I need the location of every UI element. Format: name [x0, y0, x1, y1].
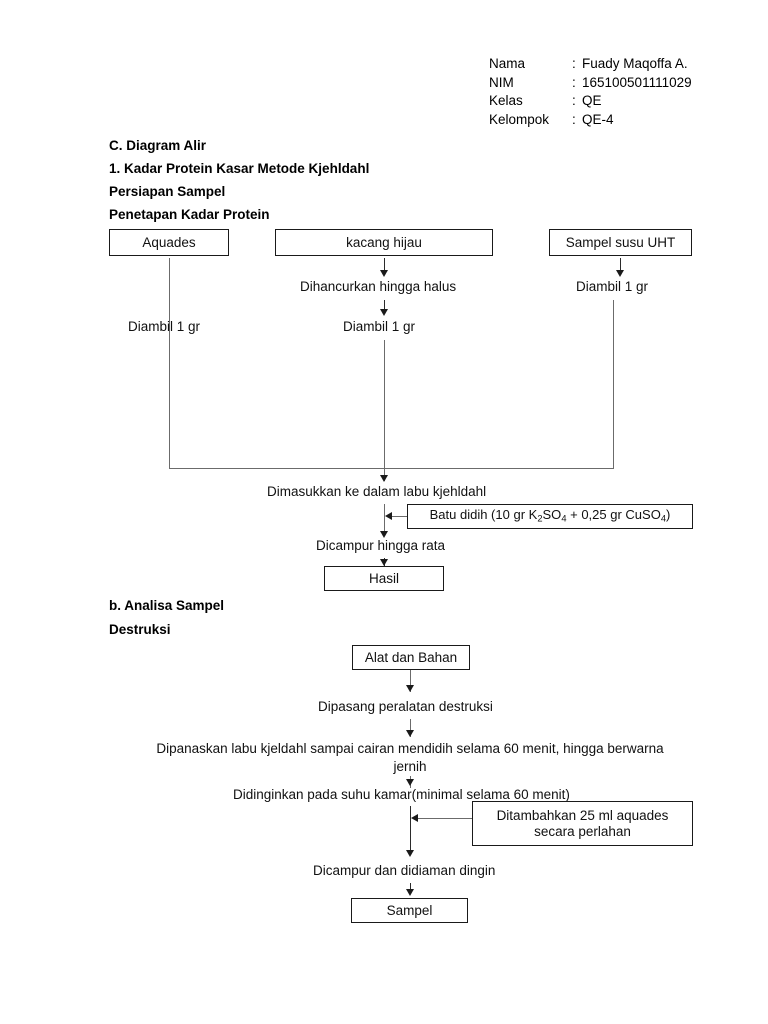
- student-info-value-kelas: QE: [582, 93, 602, 108]
- arrow-down-icon: [379, 559, 388, 566]
- step-didinginkan-suhu-kamar: Didinginkan pada suhu kamar(minimal sela…: [233, 787, 570, 802]
- student-info-label-kelompok: Kelompok: [489, 111, 550, 127]
- student-info-row: NIM : 165100501111029: [489, 74, 692, 93]
- step-right-diambil-1-gr: Diambil 1 gr: [576, 279, 649, 294]
- step-mid-diambil-1-gr: Diambil 1 gr: [343, 319, 416, 334]
- student-info-row: Kelas : QE: [489, 92, 692, 111]
- student-info-block: Nama : Fuady Maqoffa A. NIM : 1651005011…: [489, 55, 692, 129]
- connector-batu-didih-to-stem: [392, 516, 407, 517]
- connector-kacang-to-dihancurkan: [384, 258, 385, 272]
- arrow-down-icon: [405, 889, 414, 896]
- student-info-value-kelompok: QE-4: [582, 111, 614, 127]
- connector-aquades-to-merge: [169, 258, 170, 469]
- connector-dicampur-dingin-to-sampel: [410, 883, 411, 893]
- arrow-down-icon: [405, 779, 414, 786]
- arrow-down-icon: [615, 270, 624, 277]
- connector-dimasukkan-to-dicampur-upper: [384, 504, 385, 524]
- student-info-label-nim: NIM: [489, 74, 514, 90]
- heading-item-1: 1. Kadar Protein Kasar Metode Kjehldahl: [109, 161, 370, 176]
- node-ditambahkan-aquades[interactable]: Ditambahkan 25 ml aquades secara perlaha…: [472, 801, 693, 846]
- node-kacang-hijau[interactable]: kacang hijau: [275, 229, 493, 256]
- connector-dipasang-to-dipanaskan: [410, 719, 411, 737]
- step-dimasukkan-labu-kjehldahl: Dimasukkan ke dalam labu kjehldahl: [267, 484, 487, 499]
- heading-penetapan-kadar-protein: Penetapan Kadar Protein: [109, 207, 270, 222]
- student-info-value-nama: Fuady Maqoffa A.: [582, 56, 688, 71]
- student-info-separator: :: [572, 74, 576, 90]
- merge-bar: [169, 468, 614, 469]
- node-alat-dan-bahan[interactable]: Alat dan Bahan: [352, 645, 470, 670]
- step-left-diambil-1-gr: Diambil 1 gr: [128, 319, 201, 334]
- step-dicampur-didiaman-dingin: Dicampur dan didiaman dingin: [313, 863, 496, 878]
- student-info-separator: :: [572, 111, 576, 127]
- connector-alat-to-dipasang: [410, 670, 411, 692]
- step-dipanaskan-labu-kjeldahl: Dipanaskan labu kjeldahl sampai cairan m…: [156, 741, 664, 774]
- arrow-down-icon: [379, 309, 388, 316]
- student-info-row: Nama : Fuady Maqoffa A.: [489, 55, 692, 74]
- heading-section-b: b. Analisa Sampel: [109, 598, 225, 613]
- student-info-label-kelas: Kelas: [489, 93, 523, 108]
- connector-didinginkan-to-dicampur-dingin: [410, 806, 411, 855]
- connector-to-dicampur: [384, 524, 385, 534]
- node-sampel-susu-uht[interactable]: Sampel susu UHT: [549, 229, 692, 256]
- heading-persiapan-sampel: Persiapan Sampel: [109, 184, 226, 199]
- student-info-separator: :: [572, 56, 576, 71]
- arrow-down-icon: [379, 270, 388, 277]
- connector-aquades-to-stem: [418, 818, 472, 819]
- connector-mid-to-merge: [384, 340, 385, 481]
- arrow-down-icon: [379, 531, 388, 538]
- step-dihancurkan-hingga-halus: Dihancurkan hingga halus: [300, 279, 457, 294]
- arrow-down-icon: [405, 685, 414, 692]
- connector-susu-to-diambil: [620, 258, 621, 272]
- node-aquades[interactable]: Aquades: [109, 229, 229, 256]
- heading-section-c: C. Diagram Alir: [109, 138, 207, 153]
- arrow-left-icon: [411, 813, 418, 822]
- batu-didih-text: Batu didih (10 gr K2SO4 + 0,25 gr CuSO4): [429, 506, 671, 524]
- node-hasil[interactable]: Hasil: [324, 566, 444, 591]
- arrow-down-icon: [379, 475, 388, 482]
- student-info-value-nim: 165100501111029: [582, 74, 692, 90]
- student-info-row: Kelompok : QE-4: [489, 111, 692, 130]
- heading-destruksi: Destruksi: [109, 622, 171, 637]
- step-dicampur-hingga-rata: Dicampur hingga rata: [316, 538, 446, 553]
- arrow-down-icon: [405, 850, 414, 857]
- student-info-label-nama: Nama: [489, 56, 526, 71]
- connector-dihancurkan-to-diambil: [384, 300, 385, 312]
- node-sampel[interactable]: Sampel: [351, 898, 468, 923]
- connector-right-to-merge: [613, 300, 614, 469]
- node-batu-didih[interactable]: Batu didih (10 gr K2SO4 + 0,25 gr CuSO4): [407, 504, 693, 529]
- arrow-left-icon: [385, 511, 392, 520]
- arrow-down-icon: [405, 730, 414, 737]
- student-info-separator: :: [572, 93, 576, 108]
- step-dipasang-peralatan-destruksi: Dipasang peralatan destruksi: [318, 699, 493, 714]
